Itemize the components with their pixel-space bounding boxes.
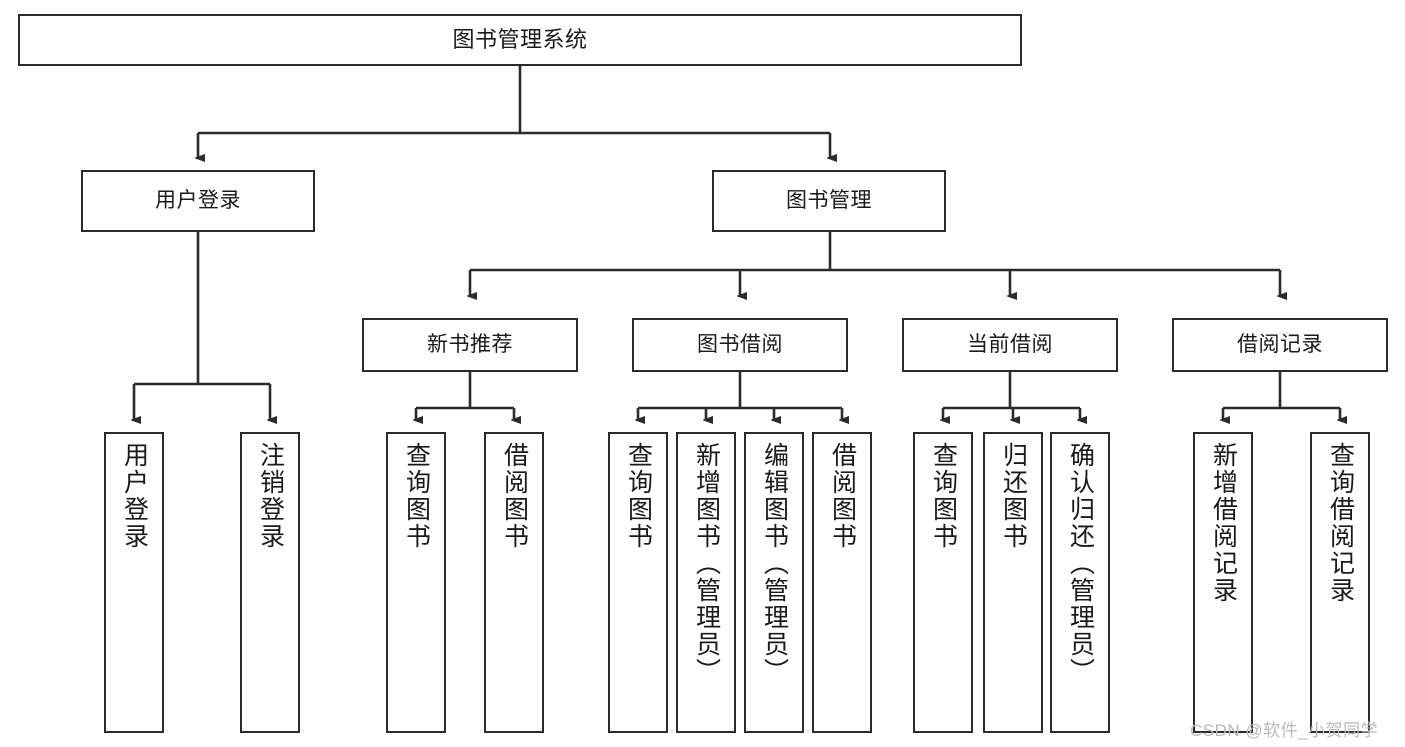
leaf-book-borrow-borrow[interactable]: 借阅图书 <box>812 432 872 733</box>
node-label: 查询图书 <box>929 442 958 550</box>
node-label: 图书管理系统 <box>452 27 588 53</box>
node-label: 新书推荐 <box>427 332 513 356</box>
node-label: 用户登录 <box>155 188 241 212</box>
leaf-borrow-record-add[interactable]: 新增借阅记录 <box>1193 432 1253 733</box>
node-label: 确认归还（管理员） <box>1066 442 1095 685</box>
node-label: 编辑图书（管理员） <box>760 442 789 685</box>
node-new-book-recommend[interactable]: 新书推荐 <box>362 318 578 372</box>
node-label: 新增图书（管理员） <box>692 442 721 685</box>
watermark-text: CSDN @软件_小贺同学 <box>1190 721 1379 740</box>
leaf-current-borrow-return[interactable]: 归还图书 <box>983 432 1043 733</box>
leaf-new-book-query[interactable]: 查询图书 <box>386 432 446 733</box>
node-book-borrow[interactable]: 图书借阅 <box>632 318 848 372</box>
leaf-borrow-record-query[interactable]: 查询借阅记录 <box>1310 432 1370 733</box>
node-label: 借阅图书 <box>828 442 857 550</box>
node-label: 查询图书 <box>624 442 653 550</box>
node-current-borrow[interactable]: 当前借阅 <box>902 318 1118 372</box>
node-label: 图书借阅 <box>697 332 783 356</box>
node-user-login[interactable]: 用户登录 <box>81 170 315 232</box>
node-label: 借阅记录 <box>1237 332 1323 356</box>
node-label: 图书管理 <box>786 188 872 212</box>
node-label: 归还图书 <box>999 442 1028 550</box>
node-label: 查询图书 <box>402 442 431 550</box>
leaf-current-borrow-confirm[interactable]: 确认归还（管理员） <box>1050 432 1110 733</box>
node-label: 新增借阅记录 <box>1209 442 1238 604</box>
node-borrow-record[interactable]: 借阅记录 <box>1172 318 1388 372</box>
node-book-management[interactable]: 图书管理 <box>712 170 946 232</box>
node-root-system[interactable]: 图书管理系统 <box>18 14 1022 66</box>
leaf-new-book-borrow[interactable]: 借阅图书 <box>484 432 544 733</box>
leaf-user-login-logout[interactable]: 注销登录 <box>240 432 300 733</box>
node-label: 借阅图书 <box>500 442 529 550</box>
leaf-user-login-login[interactable]: 用户登录 <box>104 432 164 733</box>
node-label: 用户登录 <box>120 442 149 550</box>
node-label: 查询借阅记录 <box>1326 442 1355 604</box>
leaf-book-borrow-edit[interactable]: 编辑图书（管理员） <box>744 432 804 733</box>
node-label: 注销登录 <box>256 442 285 550</box>
leaf-book-borrow-query[interactable]: 查询图书 <box>608 432 668 733</box>
leaf-book-borrow-add[interactable]: 新增图书（管理员） <box>676 432 736 733</box>
leaf-current-borrow-query[interactable]: 查询图书 <box>913 432 973 733</box>
node-label: 当前借阅 <box>967 332 1053 356</box>
